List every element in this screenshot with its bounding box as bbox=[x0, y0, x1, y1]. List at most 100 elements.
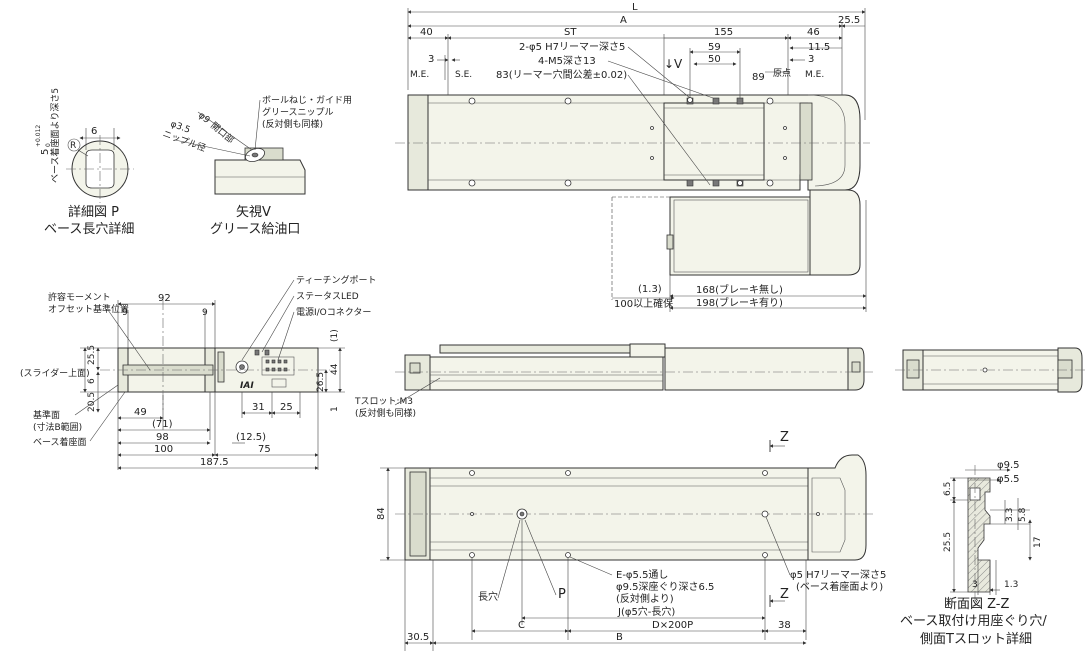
genten: 原点 bbox=[773, 68, 791, 79]
section-line3: 側面Tスロット詳細 bbox=[920, 631, 1032, 647]
end-dim-20-5: 20.5 bbox=[87, 392, 97, 412]
side-view-body bbox=[404, 356, 664, 391]
sec-dim-5-8: 5.8 bbox=[1018, 507, 1028, 522]
dim-11-5: 11.5 bbox=[808, 42, 830, 53]
end-dim-12-5: (12.5) bbox=[236, 432, 266, 443]
top-view: L A 25.5 40 ST 155 46 59 50 11.5 3 3 M.E… bbox=[395, 2, 870, 312]
end-dim-49: 49 bbox=[134, 407, 147, 418]
dim-198: 198(ブレーキ有り) bbox=[696, 296, 783, 309]
view-v-subtitle: グリース給油口 bbox=[210, 222, 300, 237]
top-view-body bbox=[407, 94, 861, 191]
detail-p-dim-6: 6 bbox=[91, 126, 97, 137]
slider-top: (スライダー上面) bbox=[20, 367, 90, 379]
detail-p-r: R bbox=[70, 141, 76, 151]
view-v-note1: ボールねじ・ガイド用 bbox=[262, 95, 352, 106]
sec-dim-1-3: 1.3 bbox=[1004, 580, 1018, 590]
bottom-r1: φ5 H7リーマー深さ5 bbox=[790, 569, 886, 581]
end-dim-1b: 1 bbox=[330, 406, 340, 412]
bottom-e1: E-φ5.5通し bbox=[616, 569, 668, 581]
detail-p: 6 R 5 +0.012 0 ベース着座面より深さ5 詳細図 P ベース長穴詳細 bbox=[35, 88, 134, 237]
sec-dim-17: 17 bbox=[1033, 537, 1043, 548]
dim-50: 50 bbox=[708, 54, 721, 65]
bottom-dim-38: 38 bbox=[778, 620, 791, 631]
note-ream: 2-φ5 H7リーマー深さ5 bbox=[519, 41, 625, 53]
end-dim-92: 92 bbox=[158, 293, 171, 304]
right-end-view bbox=[895, 347, 1086, 393]
slider bbox=[663, 102, 765, 181]
sec-dim-25-5: 25.5 bbox=[943, 532, 953, 552]
dim-3a: 3 bbox=[428, 54, 434, 65]
me-left: M.E. bbox=[410, 70, 429, 80]
dim-100-min: 100以上確保 bbox=[614, 297, 673, 310]
bottom-dim-J: J(φ5穴-長穴) bbox=[617, 605, 675, 618]
bottom-view: 84 30.5 B C D×200P 38 J(φ5穴-長穴) 長穴 P E-φ… bbox=[376, 430, 886, 651]
end-dim-1a: (1) bbox=[330, 329, 340, 342]
dim-168: 168(ブレーキ無し) bbox=[696, 283, 783, 296]
teach-port: ティーチングポート bbox=[296, 274, 376, 286]
detail-p-title: 詳細図 P bbox=[68, 204, 119, 220]
dim-3b: 3 bbox=[808, 54, 814, 65]
section-line2: ベース取付け用座ぐり穴/ bbox=[900, 614, 1047, 629]
power-io: 電源I/Oコネクター bbox=[296, 307, 371, 318]
dim-89: 89 bbox=[752, 72, 765, 83]
z-marker-top: Z bbox=[780, 430, 789, 445]
view-v-arrow: ↓V bbox=[664, 57, 683, 71]
view-v: ボールねじ・ガイド用 グリースニップル (反対側も同様) φ9 開口部 φ3.5… bbox=[161, 95, 352, 237]
bottom-dim-30-5: 30.5 bbox=[407, 632, 429, 643]
allow-moment: 許容モーメント bbox=[48, 291, 111, 303]
view-v-title: 矢視V bbox=[236, 205, 271, 220]
bottom-dim-D: D×200P bbox=[652, 620, 693, 631]
tslot-1: Tスロット:M3 bbox=[354, 397, 413, 407]
bottom-p: P bbox=[558, 587, 566, 602]
dim-A: A bbox=[620, 15, 627, 26]
section-zz: φ9.5 φ5.5 6.5 25.5 3.3 5.8 17 3 1.3 断面図 … bbox=[900, 460, 1047, 647]
me-right: M.E. bbox=[805, 70, 824, 80]
kijun-2: (寸法B範囲) bbox=[33, 421, 82, 433]
end-dim-25: 25 bbox=[280, 402, 293, 413]
end-dim-98: 98 bbox=[156, 432, 169, 443]
se: S.E. bbox=[455, 70, 472, 80]
motor-unit bbox=[669, 196, 811, 276]
bottom-r2: (ベース着座面より) bbox=[796, 580, 883, 593]
dim-L: L bbox=[632, 2, 638, 13]
note-m5: 4-M5深さ13 bbox=[538, 55, 596, 67]
base-seat: ベース着座面 bbox=[33, 436, 87, 448]
dim-155: 155 bbox=[714, 27, 733, 38]
sec-dim-3-3: 3.3 bbox=[1005, 508, 1015, 522]
sec-dim-6-5: 6.5 bbox=[943, 482, 953, 496]
sec-dim-3b: 3 bbox=[972, 580, 978, 590]
side-view-motor bbox=[664, 347, 856, 391]
tslot-2: (反対側も同様) bbox=[355, 407, 416, 419]
z-marker-bottom: Z bbox=[780, 587, 789, 602]
end-dim-187-5: 187.5 bbox=[200, 457, 229, 468]
detail-p-subtitle: ベース長穴詳細 bbox=[44, 221, 134, 237]
note-pitch: 83(リーマー穴間公差±0.02) bbox=[496, 68, 627, 81]
detail-p-depth-note: ベース着座面より深さ5 bbox=[49, 88, 61, 183]
end-view: IAI 許容モーメント オフセット基準位置 (スライダー上面) 基準面 (寸法B… bbox=[20, 274, 376, 470]
allow-offset: オフセット基準位置 bbox=[48, 303, 129, 315]
status-led: ステータスLED bbox=[296, 291, 359, 302]
end-dim-9a: 9 bbox=[122, 308, 128, 318]
bottom-dim-84: 84 bbox=[376, 507, 387, 520]
detail-p-tol-zero: 0 bbox=[45, 143, 52, 147]
end-dim-25-5: 25.5 bbox=[87, 345, 97, 365]
end-dim-71: (71) bbox=[152, 419, 173, 430]
view-v-note2: グリースニップル bbox=[262, 106, 334, 118]
dim-46: 46 bbox=[807, 27, 820, 38]
kijun-1: 基準面 bbox=[33, 409, 60, 421]
dim-1-3: (1.3) bbox=[638, 284, 662, 295]
end-dim-44: 44 bbox=[330, 363, 340, 375]
view-v-note3: (反対側も同様) bbox=[262, 118, 323, 130]
bottom-e2: φ9.5深座ぐり深さ6.5 bbox=[616, 580, 714, 593]
detail-p-tol-plus: +0.012 bbox=[35, 125, 42, 147]
end-dim-100: 100 bbox=[154, 444, 173, 455]
sec-phi9-5: φ9.5 bbox=[997, 460, 1020, 471]
end-dim-31: 31 bbox=[252, 402, 265, 413]
end-dim-6: 6 bbox=[87, 378, 97, 384]
end-dim-75: 75 bbox=[258, 444, 271, 455]
detail-p-depth: 5 bbox=[40, 149, 51, 155]
bottom-dim-C: C bbox=[518, 620, 525, 631]
section-title: 断面図 Z-Z bbox=[944, 597, 1010, 612]
dim-25-5: 25.5 bbox=[838, 15, 860, 26]
